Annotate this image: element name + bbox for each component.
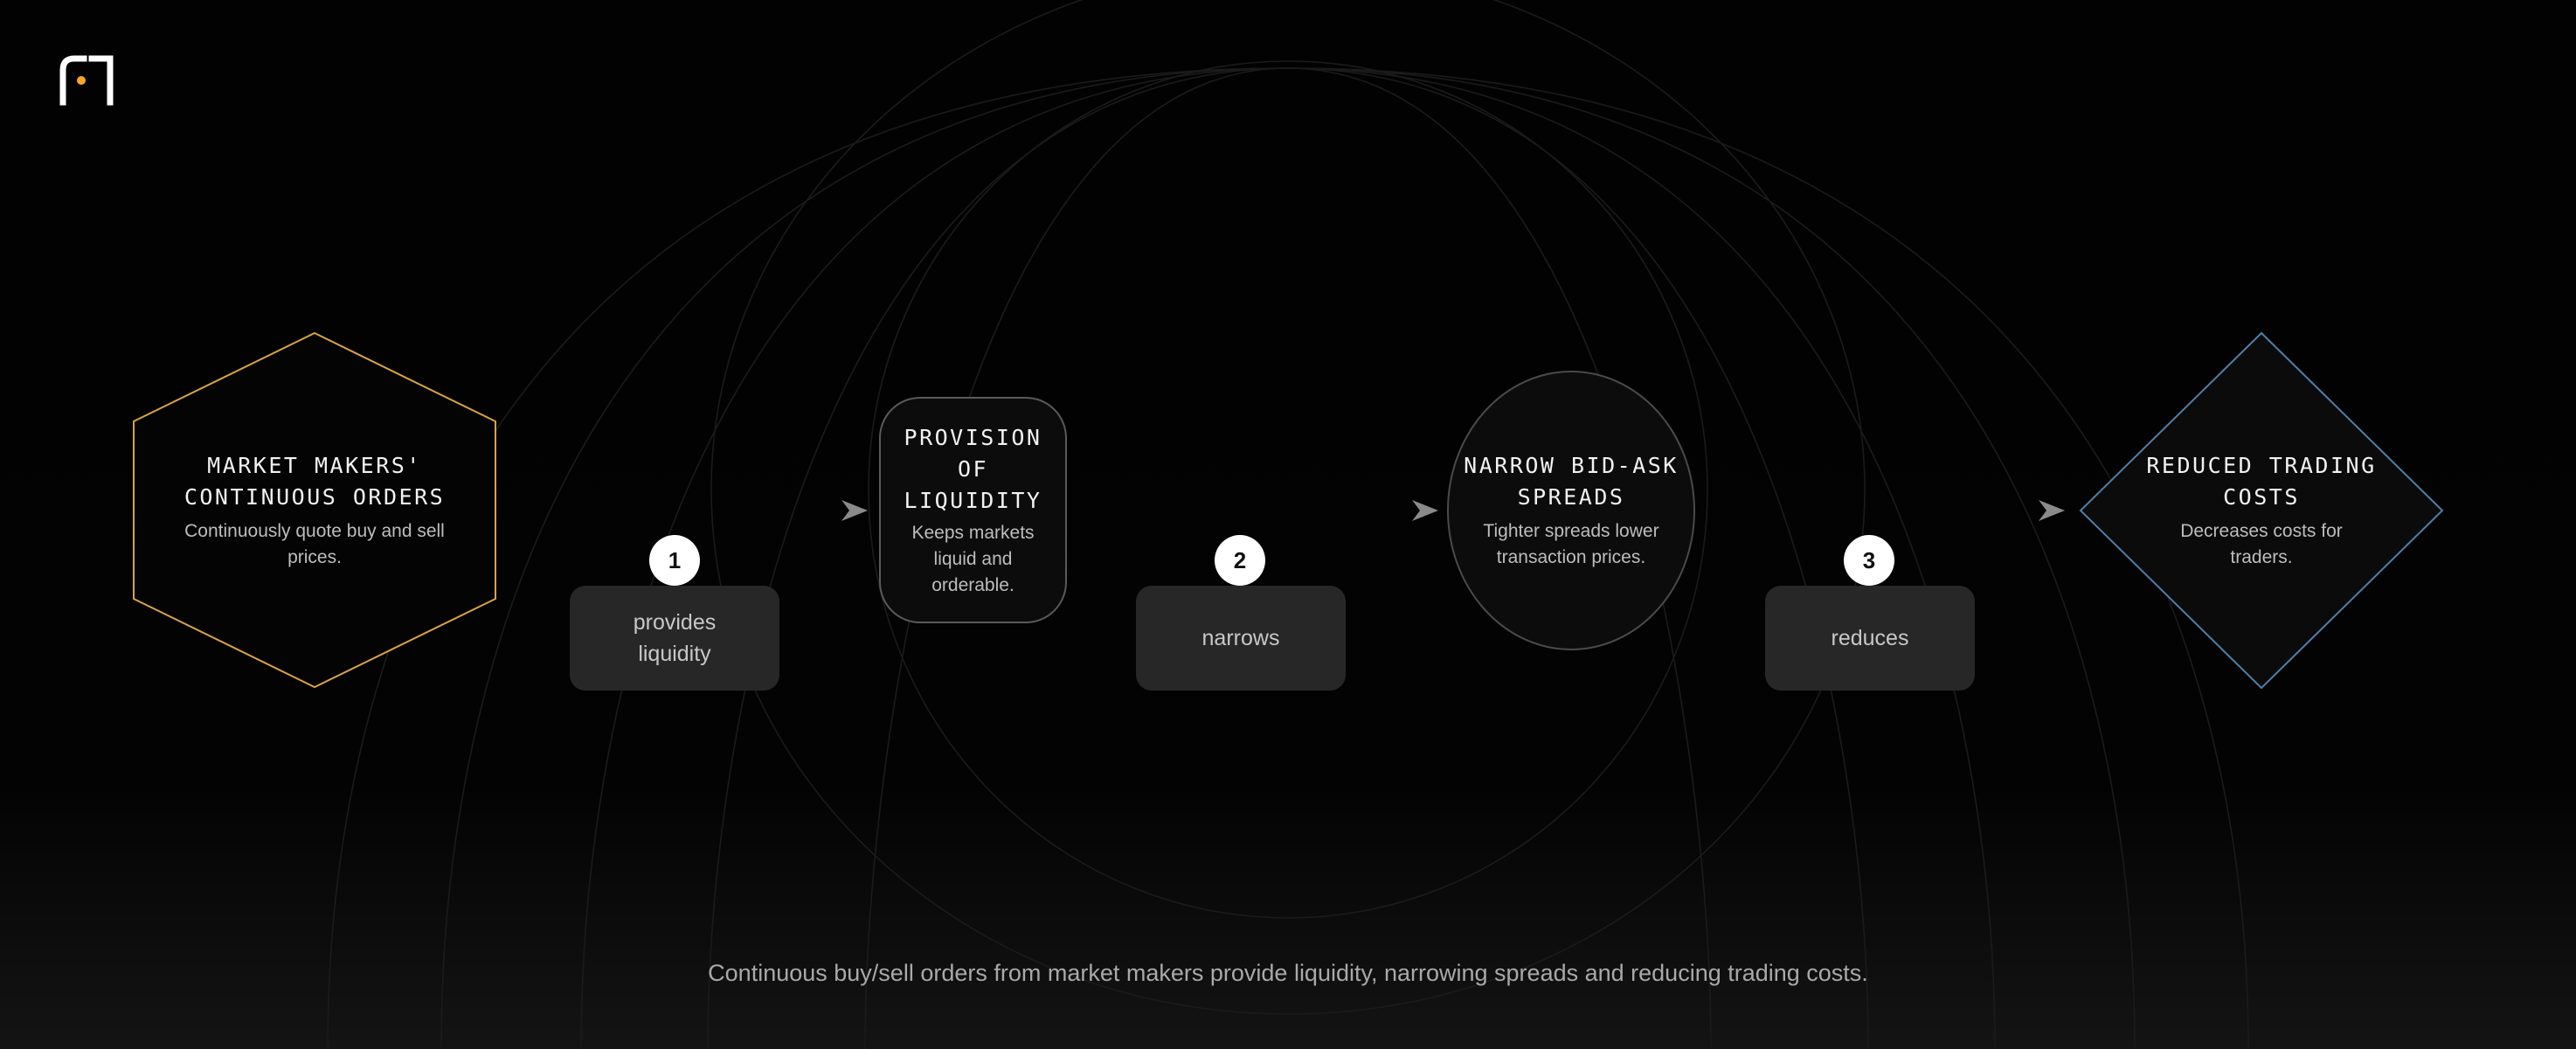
r-logo-icon [59,55,114,106]
step-badge-2: 2 [1215,535,1265,586]
node-title: REDUCED TRADING COSTS [2146,450,2376,513]
title-line: MARKET MAKERS' [207,453,422,478]
edge-label-reduces: reduces [1765,586,1975,691]
rounded-rect-shape [879,397,1067,623]
title-line: PROVISION [904,424,1042,450]
edge-1 [507,500,868,521]
desc-line: liquid and [933,548,1013,569]
node-market-makers: MARKET MAKERS' CONTINUOUS ORDERS Continu… [160,420,469,601]
hexagon-shape [133,331,496,689]
node-description: Keeps markets liquid and orderable. [911,520,1034,599]
step-badge-3: 3 [1844,535,1894,586]
diamond-shape [2079,331,2444,690]
node-description: Continuously quote buy and sell prices. [184,518,445,571]
node-title: NARROW BID-ASK SPREADS [1464,450,1679,513]
node-description: Tighter spreads lower transaction prices… [1483,518,1658,571]
title-line: COSTS [2223,484,2300,510]
node-costs: REDUCED TRADING COSTS Decreases costs fo… [2139,420,2384,601]
title-line: SPREADS [1517,484,1625,510]
label-line: liquidity [638,642,711,666]
label-line: provides [633,610,717,635]
desc-line: orderable. [931,574,1014,595]
ellipse-shape [1447,371,1695,650]
label-line: reduces [1831,626,1909,650]
background-arc [327,67,2249,1049]
edge-3 [1702,500,2065,521]
title-line: CONTINUOUS ORDERS [184,484,446,510]
edge-label-provides-liquidity: provides liquidity [570,586,779,691]
desc-line: traders. [2230,547,2293,567]
background-arcs [327,0,2249,1049]
desc-line: Decreases costs for [2180,521,2343,541]
node-description: Decreases costs for traders. [2180,518,2343,571]
diagram-caption: Continuous buy/sell orders from market m… [708,960,1868,986]
node-spreads: NARROW BID-ASK SPREADS Tighter spreads l… [1451,420,1692,601]
node-title: PROVISION OF LIQUIDITY [904,422,1042,517]
title-line: OF [957,455,989,482]
desc-line: Tighter spreads lower [1483,521,1659,541]
background-arc [864,67,1712,1049]
label-line: narrows [1201,626,1280,650]
background-circle [710,0,1866,1015]
node-liquidity: PROVISION OF LIQUIDITY Keeps markets liq… [880,398,1066,622]
title-line: LIQUIDITY [904,487,1042,513]
edge-label-narrows: narrows [1136,586,1346,691]
arrowhead-icon [841,500,868,521]
edge-2 [1073,500,1438,521]
background-arc [580,67,1996,1049]
title-line: REDUCED TRADING [2146,453,2377,478]
step-badge-1: 1 [649,535,700,586]
desc-line: transaction prices. [1496,547,1646,567]
desc-line: Continuously quote buy and sell [184,521,445,541]
desc-line: prices. [287,547,342,567]
desc-line: Keeps markets [911,522,1035,543]
title-line: NARROW BID-ASK [1464,453,1679,478]
arrowhead-icon [2039,500,2065,521]
node-title: MARKET MAKERS' CONTINUOUS ORDERS [184,450,445,513]
background-circle [868,60,1708,919]
arrowhead-icon [1412,500,1438,521]
